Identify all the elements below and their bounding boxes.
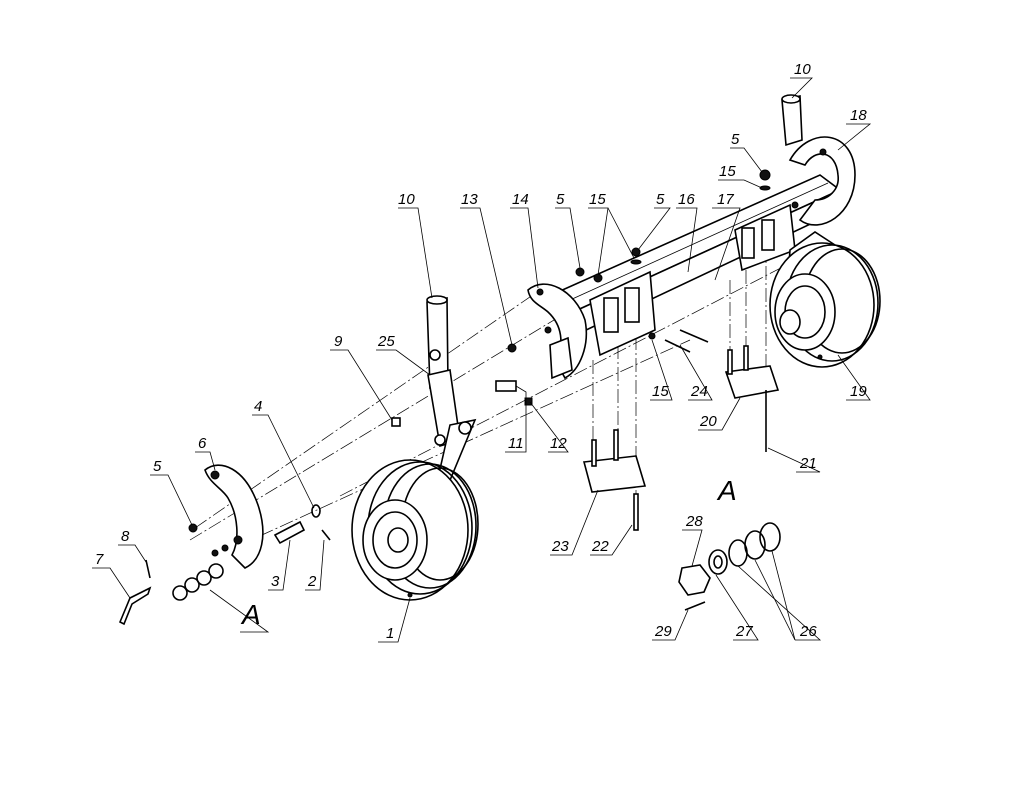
label-16: 16 [678, 191, 695, 208]
label-12: 12 [550, 435, 567, 452]
label-28: 28 [685, 513, 703, 530]
detail-label-right: A [716, 475, 737, 506]
label-4: 4 [254, 398, 262, 415]
label-19: 19 [850, 383, 867, 400]
detail-label-left: A [240, 599, 261, 630]
label-5-mid: 5 [556, 191, 565, 208]
front-axle-stand [426, 295, 477, 487]
right-side-plate [781, 94, 856, 226]
label-5-left: 5 [153, 458, 162, 475]
label-20: 20 [699, 413, 717, 430]
label-1: 1 [386, 625, 394, 642]
front-wheel [351, 459, 479, 601]
label-11: 11 [508, 435, 524, 452]
label-24: 24 [690, 383, 708, 400]
left-end-plate [204, 464, 264, 569]
label-15-top: 15 [589, 191, 606, 208]
main-beam [538, 174, 842, 357]
label-15-right: 15 [719, 163, 736, 180]
label-10-right: 10 [794, 61, 811, 78]
label-3: 3 [271, 573, 280, 590]
base-plates [582, 345, 780, 531]
label-29: 29 [654, 623, 672, 640]
label-9: 9 [334, 333, 343, 350]
label-17: 17 [717, 191, 734, 208]
label-18: 18 [850, 107, 867, 124]
label-27: 27 [735, 623, 753, 640]
leader-lines [92, 77, 872, 643]
detail-a-parts [678, 522, 781, 611]
label-2: 2 [307, 573, 317, 590]
part-labels: 1 2 3 4 5 6 7 8 9 10 25 13 14 11 12 5 15… [95, 61, 867, 642]
label-15-bottom: 15 [652, 383, 669, 400]
label-5-right: 5 [731, 131, 740, 148]
label-5-mid2: 5 [656, 191, 665, 208]
label-6: 6 [198, 435, 207, 452]
label-13: 13 [461, 191, 478, 208]
label-21: 21 [799, 455, 817, 472]
label-10-left: 10 [398, 191, 415, 208]
label-7: 7 [95, 551, 104, 568]
label-8: 8 [121, 528, 130, 545]
label-22: 22 [591, 538, 609, 555]
rear-wheel [769, 231, 881, 368]
label-25: 25 [377, 333, 395, 350]
label-23: 23 [551, 538, 569, 555]
label-14: 14 [512, 191, 529, 208]
label-26: 26 [799, 623, 817, 640]
left-inner-plate [527, 283, 588, 380]
